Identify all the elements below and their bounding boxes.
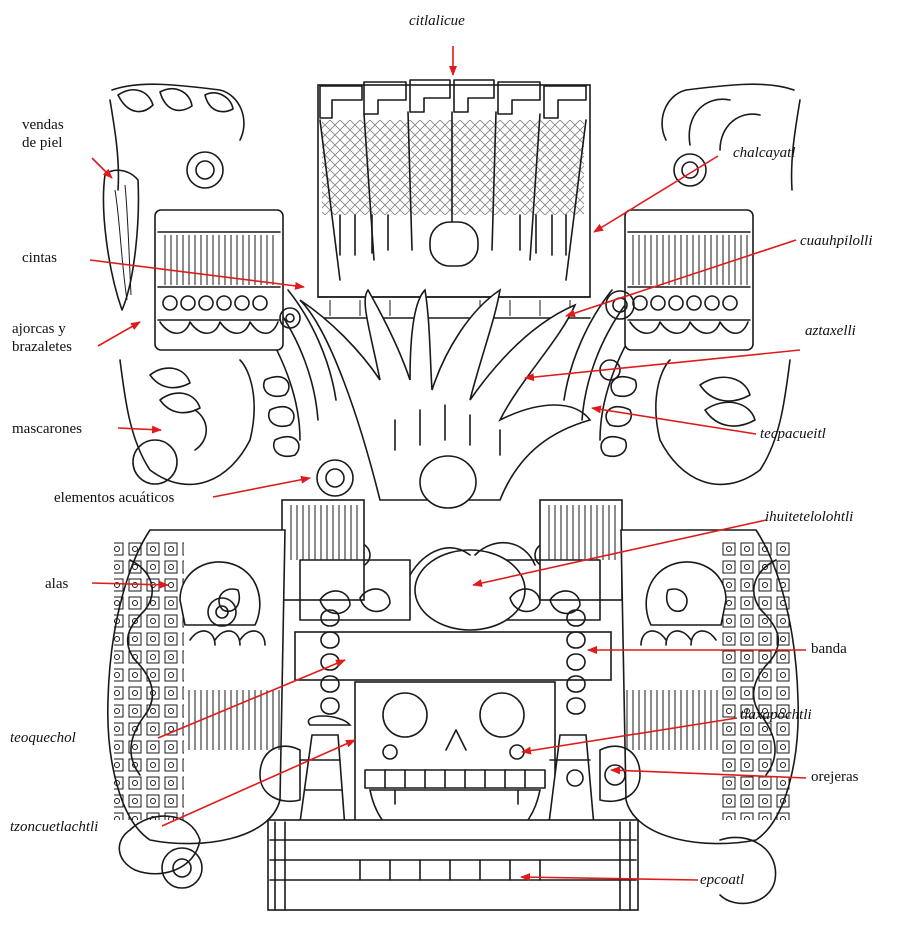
arrow-mascarones: [118, 428, 161, 430]
epcoatl-band: [268, 820, 638, 910]
label-vendas-de-piel: vendas de piel: [22, 116, 64, 152]
label-ajorcas-line1: ajorcas y: [12, 320, 72, 338]
label-cintas: cintas: [22, 249, 57, 267]
label-mascarones: mascarones: [12, 420, 82, 438]
arrow-elementos: [213, 478, 310, 497]
label-tecpacueitl: tecpacueitl: [760, 425, 826, 443]
label-cuauhpilolli: cuauhpilolli: [800, 232, 873, 250]
label-tlaxapochtli: tlaxapochtli: [740, 706, 812, 724]
banda: [295, 632, 611, 680]
arrow-aztaxelli: [525, 350, 800, 378]
label-vendas-line1: vendas: [22, 116, 64, 134]
label-epcoatl: epcoatl: [700, 871, 744, 889]
label-citlalicue: citlalicue: [409, 12, 465, 30]
label-banda: banda: [811, 640, 847, 658]
label-vendas-line2: de piel: [22, 134, 64, 152]
label-aztaxelli: aztaxelli: [805, 322, 856, 340]
arrow-vendas: [92, 158, 112, 178]
label-chalcayatl: chalcayatl: [733, 144, 795, 162]
label-ajorcas-y-brazaletes: ajorcas y brazaletes: [12, 320, 72, 356]
label-teoquechol: teoquechol: [10, 729, 76, 747]
label-elementos-acuaticos: elementos acuáticos: [54, 489, 174, 507]
label-ihuitetelolohtli: ihuitetelolohtli: [765, 508, 853, 526]
arrow-ajorcas: [98, 322, 140, 346]
label-alas: alas: [45, 575, 68, 593]
label-tzoncuetlachtli: tzoncuetlachtli: [10, 818, 98, 836]
arrow-tecpacueitl: [592, 408, 756, 434]
label-ajorcas-line2: brazaletes: [12, 338, 72, 356]
left-arm: [104, 84, 283, 484]
label-orejeras: orejeras: [811, 768, 858, 786]
headdress-citlalicue: [318, 80, 590, 318]
